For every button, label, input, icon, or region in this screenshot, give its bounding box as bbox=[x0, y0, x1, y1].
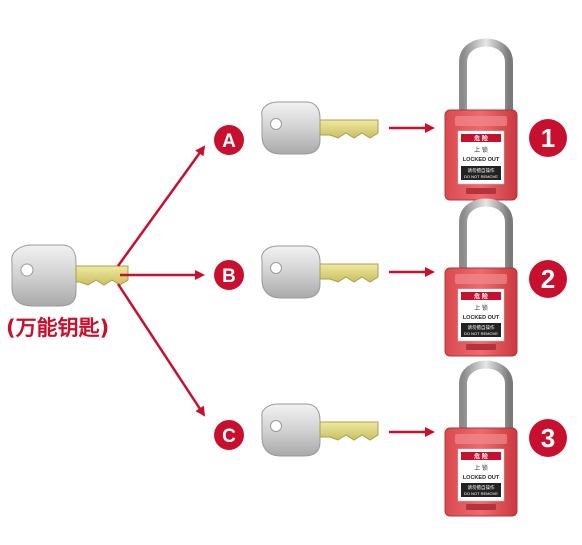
branch-arrows bbox=[116, 145, 206, 417]
lock-1-en-note: DO NOT REMOVE bbox=[464, 174, 498, 179]
lock-2-cn-title: 上 锁 bbox=[474, 304, 488, 312]
master-key-label: (万能钥匙) bbox=[6, 316, 110, 340]
master-key-icon bbox=[11, 244, 129, 307]
lock-3-en-note: DO NOT REMOVE bbox=[464, 491, 498, 496]
key-c-icon bbox=[261, 403, 379, 457]
lock-1-en-title: LOCKED OUT bbox=[463, 157, 500, 163]
lock-1-cn-note: 请勿擅自操作 bbox=[468, 167, 495, 174]
padlock-1-icon: 危 险 上 锁 LOCKED OUT 请勿擅自操作 DO NOT REMOVE bbox=[444, 38, 518, 201]
padlock-3-icon: 危 险 上 锁 LOCKED OUT 请勿擅自操作 DO NOT REMOVE bbox=[444, 360, 518, 517]
lock-1-cn-title: 上 锁 bbox=[474, 146, 488, 154]
letter-badge-c bbox=[214, 420, 244, 450]
number-badge-1: 1 bbox=[529, 119, 567, 157]
lock-2-cn-note: 请勿擅自操作 bbox=[468, 324, 495, 331]
lock-2-en-note: DO NOT REMOVE bbox=[464, 331, 498, 336]
letter-b: B bbox=[222, 266, 236, 287]
padlock-2-icon: 危 险 上 锁 LOCKED OUT 请勿擅自操作 DO NOT REMOVE bbox=[444, 198, 518, 357]
branch-row-a: A bbox=[214, 101, 435, 155]
branch-row-b: B bbox=[214, 245, 435, 299]
lock-2-badge: 危 险 bbox=[473, 293, 489, 301]
lock-3-cn-note: 请勿擅自操作 bbox=[468, 484, 495, 491]
lock-3-cn-title: 上 锁 bbox=[474, 464, 488, 472]
key-a-icon bbox=[261, 101, 379, 155]
key-b-icon bbox=[261, 245, 379, 299]
lock-3-badge: 危 险 bbox=[473, 453, 489, 461]
number-3: 3 bbox=[541, 423, 555, 453]
number-1: 1 bbox=[541, 123, 555, 153]
lock-2-en-title: LOCKED OUT bbox=[463, 315, 500, 321]
lock-1-badge: 危 险 bbox=[473, 135, 489, 143]
branch-row-c: C bbox=[214, 403, 435, 457]
number-badge-3: 3 bbox=[529, 419, 567, 457]
letter-c: C bbox=[222, 426, 236, 447]
letter-badge-a bbox=[214, 125, 244, 155]
letter-a: A bbox=[222, 131, 236, 152]
letter-badge-b bbox=[214, 260, 244, 290]
number-2: 2 bbox=[541, 264, 555, 294]
lock-3-en-title: LOCKED OUT bbox=[463, 475, 500, 481]
number-badge-2: 2 bbox=[529, 260, 567, 298]
